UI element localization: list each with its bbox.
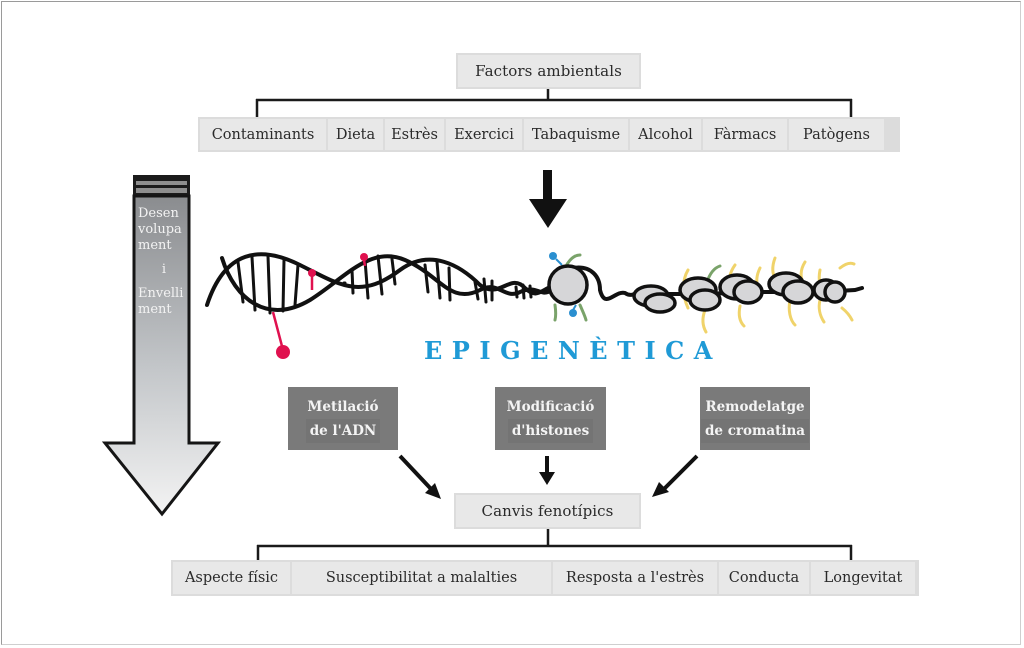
mechanism-line2: de l'ADN bbox=[305, 418, 381, 443]
factor-alcohol: Alcohol bbox=[630, 119, 701, 150]
dev-line: Envelli bbox=[138, 286, 184, 301]
factor-smoking: Tabaquisme bbox=[524, 119, 628, 150]
factor-label: Estrès bbox=[391, 126, 438, 143]
phenotypic-changes-box: Canvis fenotípics bbox=[454, 493, 641, 529]
dev-line: i bbox=[161, 262, 167, 277]
factor-label: Dieta bbox=[335, 126, 376, 143]
dev-line: volupa bbox=[138, 222, 182, 237]
phenotype-behavior: Conducta bbox=[719, 562, 809, 594]
phenotype-physical-appearance: Aspecte físic bbox=[173, 562, 290, 594]
mechanism-line2: de cromatina bbox=[700, 418, 810, 443]
dna-strand-b bbox=[220, 254, 550, 312]
histone-acetylation-marks bbox=[549, 252, 577, 317]
factor-pathogens: Patògens bbox=[789, 119, 884, 150]
phenotype-label: Conducta bbox=[728, 570, 800, 586]
histone-arrow bbox=[539, 456, 555, 485]
mechanism-dna-methylation: Metilació de l'ADN bbox=[288, 387, 398, 450]
methylation-arrow bbox=[398, 454, 441, 499]
factors-row: Contaminants Dieta Estrès Exercici Tabaq… bbox=[198, 117, 900, 152]
dna-methylation-marks bbox=[271, 253, 368, 359]
factor-diet: Dieta bbox=[328, 119, 383, 150]
phenotype-label: Resposta a l'estrès bbox=[565, 570, 705, 586]
factor-drugs: Fàrmacs bbox=[703, 119, 787, 150]
phenotype-stress-response: Resposta a l'estrès bbox=[553, 562, 717, 594]
dev-line: ment bbox=[138, 302, 172, 317]
dev-line: ment bbox=[138, 238, 172, 253]
phenotype-label: Susceptibilitat a malalties bbox=[325, 570, 518, 586]
factor-label: Fàrmacs bbox=[713, 126, 777, 143]
nucleosomes bbox=[547, 264, 847, 314]
phenotype-label: Longevitat bbox=[823, 570, 903, 586]
factor-label: Patògens bbox=[803, 126, 870, 143]
dna-strand-a bbox=[205, 252, 550, 307]
factor-label: Exercici bbox=[454, 126, 514, 143]
dna-base-pairs bbox=[236, 254, 533, 315]
chromatin-arrow bbox=[652, 454, 699, 497]
factor-label: Alcohol bbox=[638, 126, 693, 143]
phenotypes-row: Aspecte físic Susceptibilitat a malaltie… bbox=[171, 560, 919, 596]
factors-to-epigenetics-arrow bbox=[529, 170, 567, 228]
phenotype-longevity: Longevitat bbox=[811, 562, 915, 594]
phenotype-label: Aspecte físic bbox=[184, 570, 279, 586]
development-aging-arrow bbox=[101, 175, 222, 517]
factor-contaminants: Contaminants bbox=[200, 119, 326, 150]
factor-exercise: Exercici bbox=[446, 119, 522, 150]
mechanism-line2: d'histones bbox=[507, 418, 594, 443]
epigenetics-label: EPIGENÈTICA bbox=[424, 336, 722, 365]
mechanism-line1: Metilació bbox=[307, 398, 379, 415]
dna-chromatin-illustration bbox=[205, 252, 864, 315]
factor-stress: Estrès bbox=[385, 119, 444, 150]
phenotypic-changes-text: Canvis fenotípics bbox=[481, 502, 614, 520]
mechanism-line1: Modificació bbox=[506, 398, 595, 415]
dev-line: Desen bbox=[138, 206, 179, 221]
environmental-factors-title-text: Factors ambientals bbox=[475, 62, 622, 80]
mechanism-line1: Remodelatge bbox=[705, 398, 805, 415]
mechanism-chromatin-remodeling: Remodelatge de cromatina bbox=[700, 387, 810, 450]
factor-label: Contaminants bbox=[211, 126, 315, 143]
development-aging-label: Desen volupa ment i Envelli ment bbox=[138, 206, 190, 318]
mechanism-histone-modification: Modificació d'histones bbox=[495, 387, 606, 450]
environmental-factors-title: Factors ambientals bbox=[456, 53, 641, 89]
factor-label: Tabaquisme bbox=[531, 126, 621, 143]
phenotype-disease-susceptibility: Susceptibilitat a malalties bbox=[292, 562, 551, 594]
